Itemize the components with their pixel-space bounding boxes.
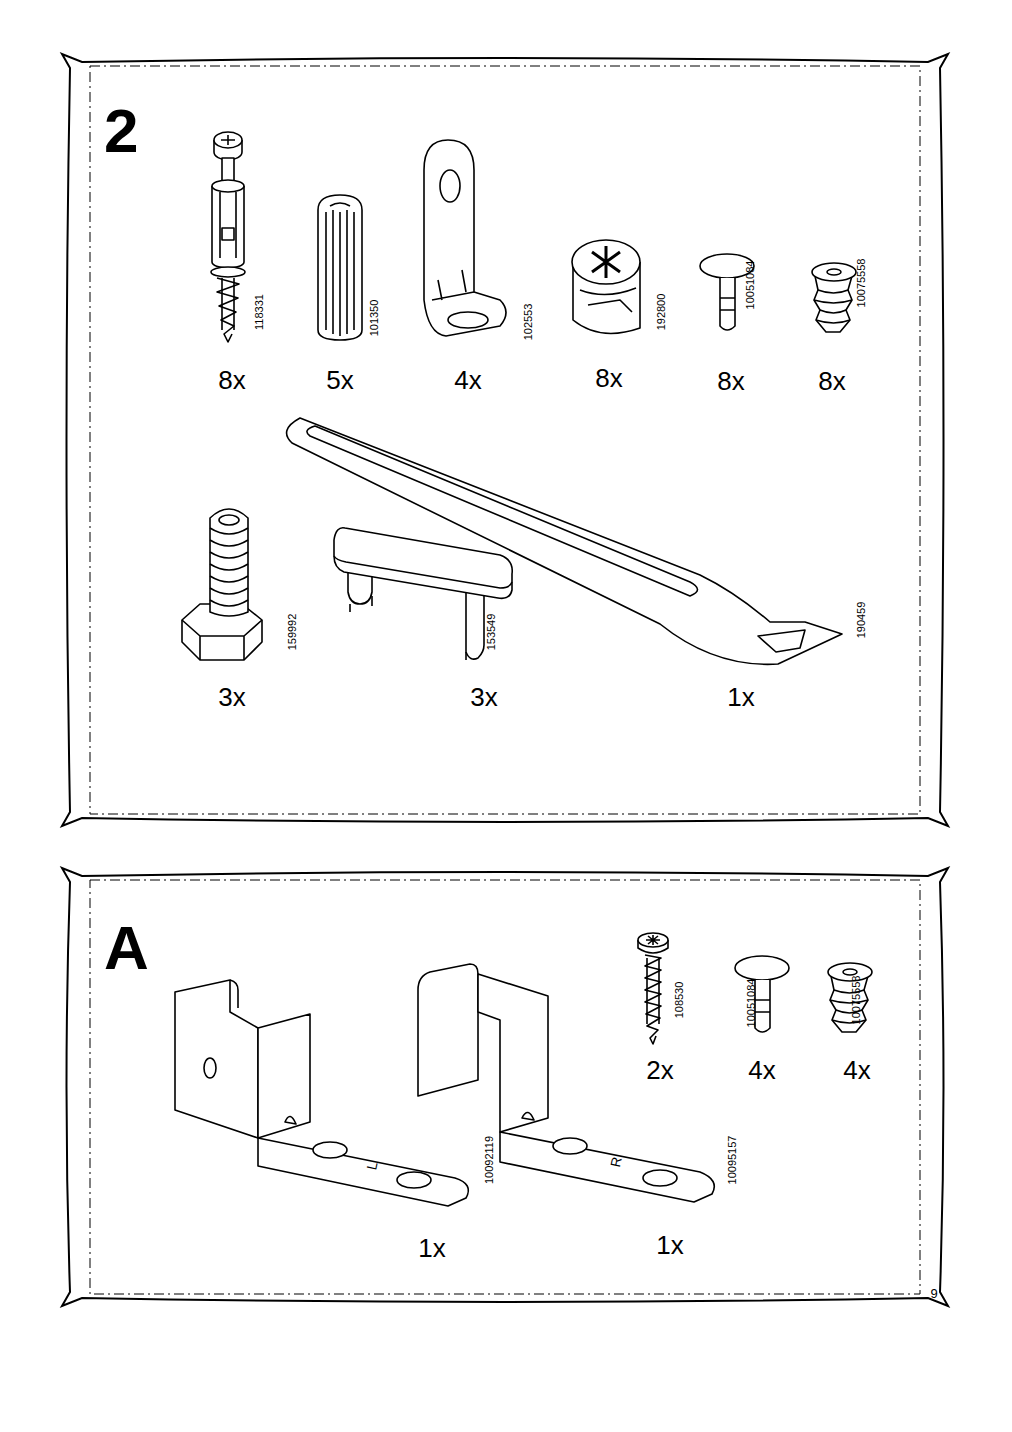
- screw: [638, 933, 668, 1044]
- part-number: 159992: [287, 614, 298, 651]
- bag-outline: [62, 868, 948, 1306]
- right-bracket: [418, 964, 714, 1202]
- part-number: 10075558: [856, 259, 867, 308]
- part-number: 10075558: [851, 976, 862, 1025]
- hex-bolt: [182, 509, 262, 660]
- part-number: 153549: [486, 614, 497, 651]
- parts-bag: A: [60, 862, 950, 1312]
- seal-line: [90, 880, 920, 1294]
- part-number: 10092119: [484, 1136, 495, 1184]
- part-number: 192800: [656, 294, 667, 331]
- quantity: 8x: [717, 368, 744, 394]
- angle-bracket: [424, 140, 506, 336]
- wrench: [287, 418, 842, 664]
- quantity: 2x: [646, 1057, 673, 1083]
- quantity: 4x: [843, 1057, 870, 1083]
- dowel: [318, 195, 362, 340]
- part-number: 108530: [674, 982, 685, 1019]
- quantity: 1x: [418, 1235, 445, 1261]
- part-number: 190459: [856, 602, 867, 639]
- quantity: 8x: [595, 365, 622, 391]
- bag-outline: [60, 48, 950, 832]
- quantity: 4x: [454, 367, 481, 393]
- cam-lock: [572, 240, 640, 333]
- quantity: 1x: [656, 1232, 683, 1258]
- glide-foot: [334, 528, 512, 660]
- bag-outline: [62, 54, 948, 826]
- page-number: 9: [930, 1287, 937, 1300]
- seal-line: [90, 66, 920, 814]
- quantity: 5x: [326, 367, 353, 393]
- parts-bag: 2: [60, 48, 950, 832]
- insert: [812, 263, 856, 332]
- step-label: A: [104, 917, 149, 979]
- quantity: 8x: [818, 368, 845, 394]
- pin: [735, 956, 789, 1032]
- cam-bolt: [211, 132, 245, 342]
- quantity: 8x: [218, 367, 245, 393]
- part-number: 10095157: [727, 1136, 738, 1185]
- quantity: 4x: [748, 1057, 775, 1083]
- quantity: 3x: [218, 684, 245, 710]
- quantity: 1x: [727, 684, 754, 710]
- part-number: 118331: [254, 294, 265, 330]
- insert: [828, 963, 872, 1032]
- part-number: 101350: [369, 300, 380, 337]
- part-number: 10051084: [746, 979, 757, 1028]
- step-label: 2: [104, 100, 138, 162]
- bag-outline: [60, 862, 950, 1312]
- part-number: 102553: [523, 304, 534, 341]
- part-number: 10051084: [745, 261, 756, 310]
- quantity: 3x: [470, 684, 497, 710]
